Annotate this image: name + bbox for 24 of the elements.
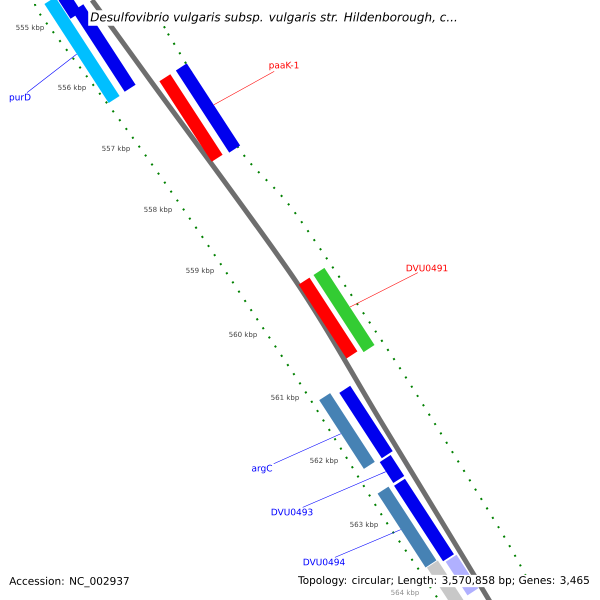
gene-bar [380,454,404,484]
leader-line [214,71,274,106]
gene-bar [159,74,223,162]
leader-line [302,471,386,508]
gene-bar [314,268,374,352]
gene-label: purD [10,94,30,102]
gene-bar [378,486,436,568]
accession-text: Accession: NC_002937 [9,576,129,588]
gene-bar [394,478,454,562]
topology-text: Topology: circular; Length: 3,570,858 bp; Genes: 3,465 [297,574,591,588]
gene-bar [58,0,82,19]
leader-line [26,54,77,93]
gene-bar [339,386,393,458]
leader-line [350,272,418,308]
gene-bar [176,63,240,153]
gene-bar [298,278,358,358]
leader-line [334,529,402,558]
gene-label: paaK-1 [269,62,299,70]
leader-line [273,433,342,464]
gene-label: DVU0493 [272,508,312,516]
title-text: Desulfovibrio vulgaris subsp. vulgaris str. Hildenborough, c... [88,10,460,26]
gene-label: DVU0491 [406,264,448,272]
gene-label: argC [252,464,272,474]
gene-label: DVU0494 [304,558,345,566]
